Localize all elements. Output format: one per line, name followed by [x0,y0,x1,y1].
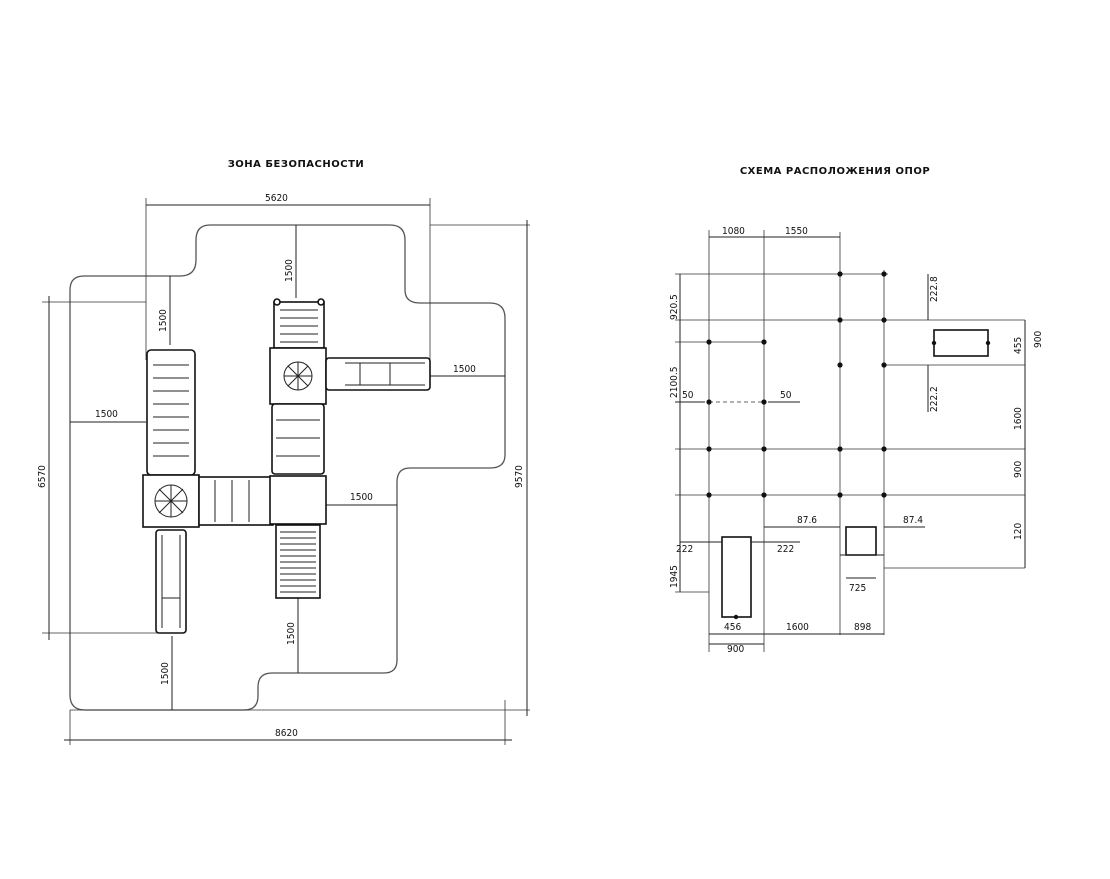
support-point [881,362,887,368]
left-slide [155,529,187,634]
dim-1500-upper-left: 1500 [158,309,169,332]
dim-900-mid: 900 [1013,461,1024,478]
dim-1500-top: 1500 [284,259,295,282]
support-point [706,399,712,405]
dim-725: 725 [849,583,866,594]
dim-120: 120 [1013,523,1024,540]
support-point [837,271,843,277]
dim-900-bottom: 900 [727,644,744,655]
support-point [761,399,767,405]
safety-zone-title: ЗОНА БЕЗОПАСНОСТИ [228,159,365,170]
mid-platform [269,475,327,525]
support-point [706,446,712,452]
support-layout-drawing: СХЕМА РАСПОЛОЖЕНИЯ ОПОР 1080 1550 920.5 … [669,166,1044,655]
dim-50-left: 50 [682,390,694,401]
support-point [881,492,887,498]
support-layout-title: СХЕМА РАСПОЛОЖЕНИЯ ОПОР [740,166,930,177]
support-footing [933,329,989,357]
support-point [881,271,887,277]
top-ladder [273,301,325,349]
dim-left-height: 6570 [37,465,48,488]
dim-898: 898 [854,622,871,633]
lower-left-footing [721,536,752,618]
dim-right-height: 9570 [514,465,525,488]
support-point [761,446,767,452]
dim-1500-mid-right: 1500 [350,492,373,503]
support-point [985,340,991,346]
support-point [931,340,937,346]
dim-1600-bottom: 1600 [786,622,809,633]
right-slide-body [325,357,431,391]
dim-456: 456 [724,622,741,633]
dim-222-right: 222 [777,544,794,555]
support-point [761,339,767,345]
slide-body [155,529,187,634]
support-point [837,492,843,498]
dim-455: 455 [1013,337,1024,354]
bridge [198,476,274,526]
dim-1500-right: 1500 [453,364,476,375]
dim-bottom-width: 8620 [275,728,298,739]
support-points [706,271,991,620]
dim-1080: 1080 [722,226,745,237]
dim-1500-lower-mid: 1500 [286,622,297,645]
dim-222-left: 222 [676,544,693,555]
support-point [761,492,767,498]
dim-1945: 1945 [669,565,680,588]
dim-222-8: 222.8 [929,276,940,302]
support-point [706,492,712,498]
dim-87-4: 87.4 [903,515,923,526]
dim-1500-left: 1500 [95,409,118,420]
dim-top-width: 5620 [265,193,288,204]
dim-2100: 2100.5 [669,367,680,398]
dim-920: 920.5 [669,294,680,320]
safety-zone-outline [69,224,506,711]
bridge-deck [198,476,274,526]
support-point [837,362,843,368]
dim-900-top: 900 [1033,331,1044,348]
lower-right-footing [845,526,877,556]
support-point [733,614,739,620]
climbing-wall [271,403,325,475]
dim-222-2: 222.2 [929,386,940,412]
safety-zone-drawing: ЗОНА БЕЗОПАСНОСТИ 5620 8620 6570 9570 15… [37,159,530,745]
dim-1500-bottom: 1500 [160,662,171,685]
left-ladder-tower [142,349,200,528]
support-point [837,446,843,452]
right-slide [325,357,431,391]
support-point [706,339,712,345]
support-point [881,317,887,323]
dim-1550: 1550 [785,226,808,237]
right-tower [269,298,327,525]
support-point [881,446,887,452]
dim-87-6: 87.6 [797,515,817,526]
support-point [837,317,843,323]
dim-1600-right: 1600 [1013,407,1024,430]
dim-50-right: 50 [780,390,792,401]
bottom-stairs [275,524,321,599]
